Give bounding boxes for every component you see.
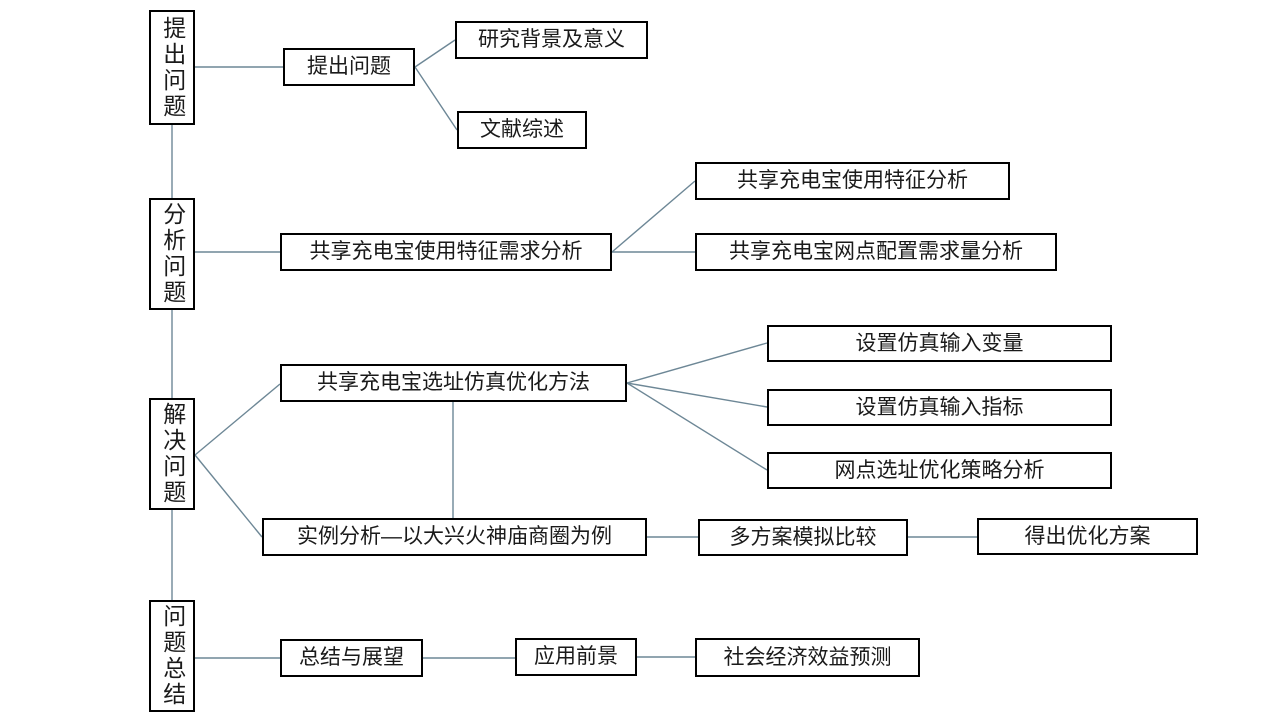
connector-line [194,383,281,456]
stage-box-raise-problem: 提出问题 [149,10,195,125]
node-socioeconomic-benefit-forecast: 社会经济效益预测 [695,638,920,677]
connector-line [194,454,263,538]
node-summary-outlook: 总结与展望 [280,639,423,677]
node-siting-strategy-analysis: 网点选址优化策略分析 [767,452,1112,489]
connector-line [626,342,768,384]
node-usage-demand-analysis: 共享充电宝使用特征需求分析 [280,233,612,271]
stage-box-solve-problem: 解决问题 [149,398,195,510]
node-network-config-demand: 共享充电宝网点配置需求量分析 [695,233,1057,271]
node-case-study: 实例分析—以大兴火神庙商圈为例 [262,518,647,556]
connector-line [414,39,456,68]
node-literature-review: 文献综述 [457,111,587,149]
stage-box-problem-summary: 问题总结 [149,600,195,712]
node-raise-problem: 提出问题 [283,48,415,86]
connector-group [171,39,977,659]
stage-box-analyze-problem: 分析问题 [149,198,195,310]
connector-line [414,66,458,131]
node-simulation-input-variables: 设置仿真输入变量 [767,325,1112,362]
connector-line [611,180,696,253]
connector-line [626,382,768,471]
node-simulation-input-indicators: 设置仿真输入指标 [767,389,1112,426]
node-application-prospect: 应用前景 [515,638,637,676]
node-usage-characteristics: 共享充电宝使用特征分析 [695,162,1010,200]
node-siting-simulation-method: 共享充电宝选址仿真优化方法 [280,364,627,402]
node-research-background: 研究背景及意义 [455,21,648,59]
node-optimized-scheme: 得出优化方案 [977,518,1198,555]
node-multi-scheme-comparison: 多方案模拟比较 [698,519,908,556]
connector-line [626,382,768,408]
